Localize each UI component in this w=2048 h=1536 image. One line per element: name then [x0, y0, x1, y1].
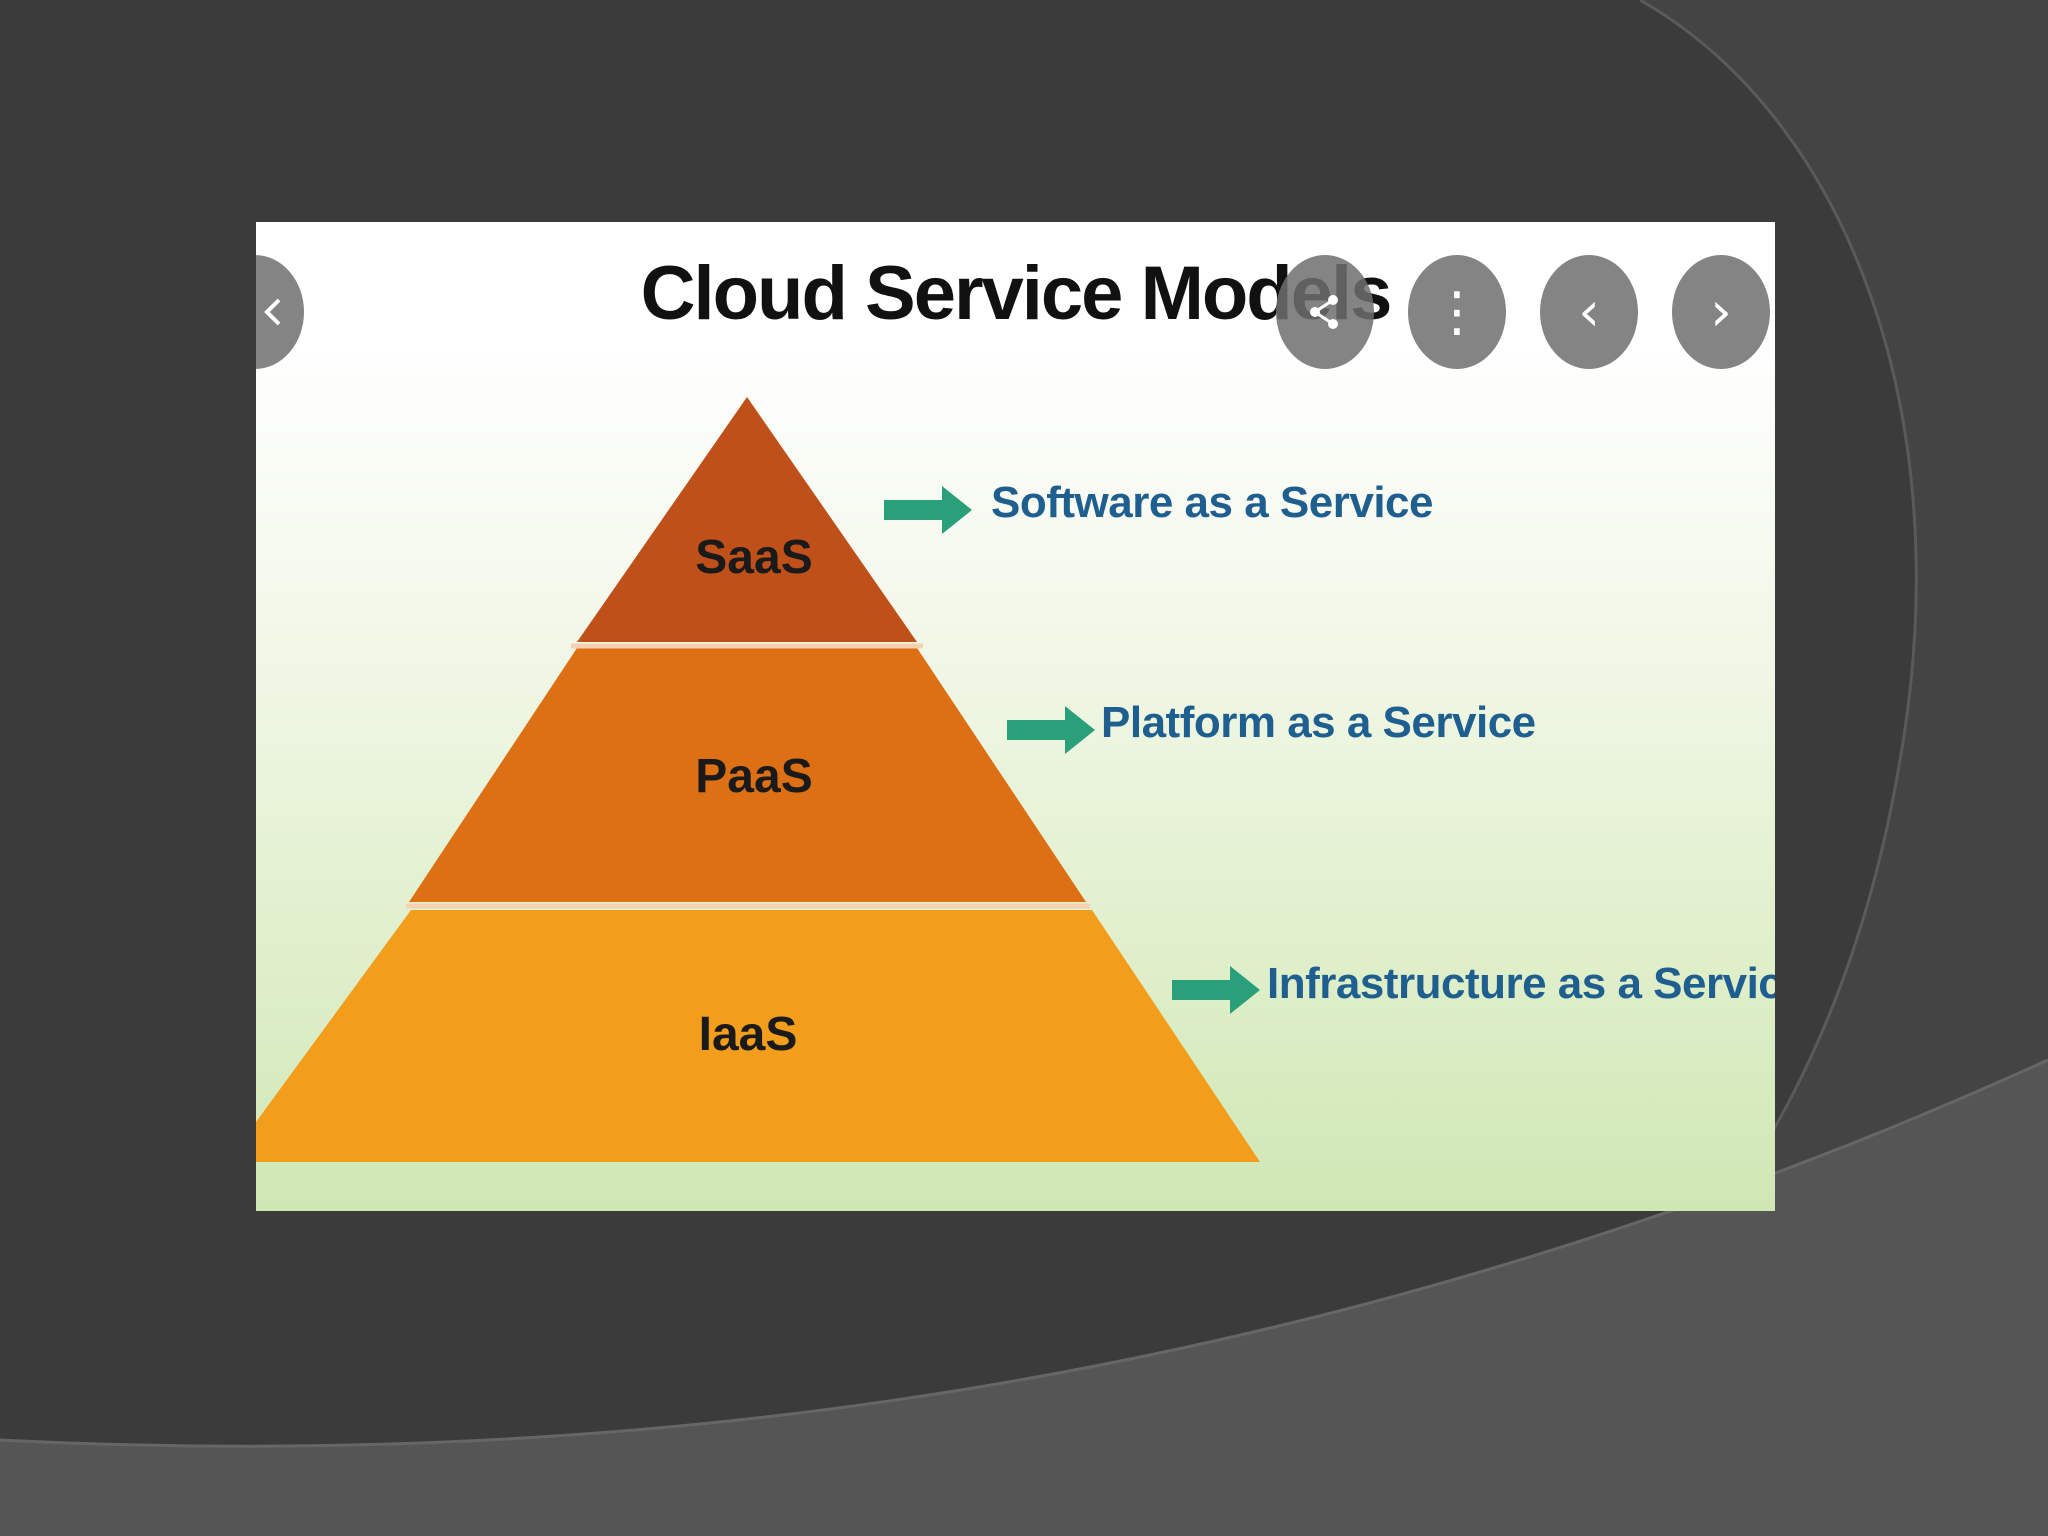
- arrow-icon: [884, 486, 972, 534]
- more-vertical-icon: ⋮: [1430, 280, 1484, 343]
- layer-description-paas: Platform as a Service: [1101, 698, 1536, 747]
- layer-description-iaas: Infrastructure as a Service: [1267, 959, 1775, 1008]
- share-button[interactable]: [1276, 255, 1374, 369]
- pyramid-diagram: [256, 397, 1260, 1162]
- pyramid-layer-paas: [409, 648, 1086, 902]
- arrow-icon: [1172, 966, 1260, 1014]
- pyramid-layer-saas: [577, 397, 917, 642]
- layer-description-saas: Software as a Service: [991, 478, 1433, 527]
- layer-label-saas: SaaS: [695, 531, 813, 584]
- pyramid-layer-iaas: [256, 910, 1260, 1162]
- next-button[interactable]: ›: [1672, 255, 1770, 369]
- previous-button[interactable]: ‹: [1540, 255, 1638, 369]
- arrow-icon: [1007, 706, 1095, 754]
- chevron-left-icon: ‹: [1578, 280, 1600, 343]
- chevron-left-icon: [264, 298, 281, 326]
- chevron-right-icon: ›: [1710, 280, 1732, 343]
- slide-image: Cloud Service Models SaaS PaaS IaaS Soft…: [256, 222, 1775, 1211]
- slide-title: Cloud Service Models: [640, 251, 1393, 336]
- share-icon: [1310, 295, 1338, 329]
- more-options-button[interactable]: ⋮: [1408, 255, 1506, 369]
- layer-label-paas: PaaS: [695, 750, 813, 803]
- layer-label-iaas: IaaS: [698, 1008, 798, 1061]
